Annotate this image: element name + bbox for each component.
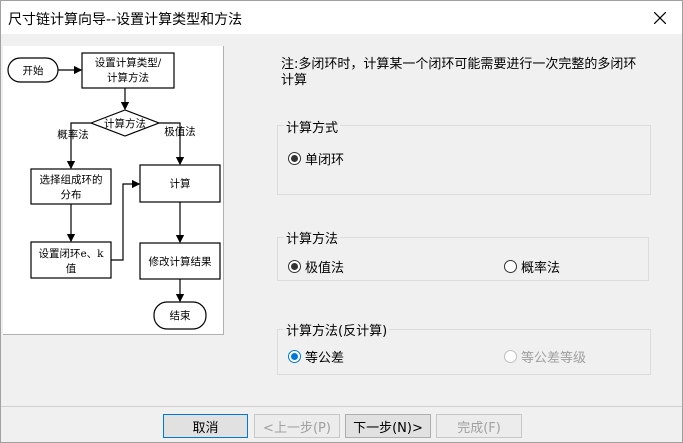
radio-label: 概率法 xyxy=(521,261,561,276)
set-type-label-1: 设置计算类型/ xyxy=(95,56,162,69)
reverse-method-group xyxy=(277,329,651,375)
footer-divider xyxy=(1,406,682,407)
prev-button[interactable]: <上一步(P) xyxy=(254,414,340,438)
calc-method-group xyxy=(277,237,649,281)
radio-label: 等公差 xyxy=(305,351,345,366)
start-label: 开始 xyxy=(23,64,44,77)
radio-dot xyxy=(288,152,301,165)
calc-mode-label: 计算方式 xyxy=(284,117,341,136)
radio-single-loop[interactable]: 单闭环 xyxy=(288,149,344,168)
radio-dot xyxy=(504,260,517,273)
radio-dot xyxy=(288,350,301,363)
radio-equal-tolerance-grade[interactable]: 等公差等级 xyxy=(504,347,586,366)
probability-branch-label: 概率法 xyxy=(57,128,89,141)
extreme-branch-label: 极值法 xyxy=(164,125,196,138)
calc-label: 计算 xyxy=(170,177,191,190)
calc-mode-group xyxy=(277,125,651,195)
title-bar: 尺寸链计算向导--设置计算类型和方法 xyxy=(1,1,682,34)
note-text: 注:多闭环时，计算某一个闭环可能需要进行一次完整的多闭环计算 xyxy=(281,57,637,88)
radio-probability-method[interactable]: 概率法 xyxy=(504,257,560,276)
radio-equal-tolerance[interactable]: 等公差 xyxy=(288,347,344,366)
calc-method-label: 计算方法 xyxy=(284,228,341,247)
decision-label: 计算方法 xyxy=(104,117,146,130)
reverse-method-label: 计算方法(反计算) xyxy=(284,320,390,339)
radio-label: 等公差等级 xyxy=(521,351,587,366)
flowchart-panel: 开始 设置计算类型/ 计算方法 计算方法 概率法 极值法 选择组成环的 分布 计… xyxy=(3,46,224,335)
set-closed-loop-label-2: 值 xyxy=(66,262,77,275)
select-distribution-label-1: 选择组成环的 xyxy=(40,173,103,186)
radio-extreme-method[interactable]: 极值法 xyxy=(288,257,344,276)
radio-dot xyxy=(504,350,517,363)
cancel-button[interactable]: 取消 xyxy=(163,414,248,438)
set-closed-loop-label-1: 设置闭环e、k xyxy=(38,247,104,260)
radio-label: 单闭环 xyxy=(305,153,345,168)
window-title: 尺寸链计算向导--设置计算类型和方法 xyxy=(8,12,243,28)
finish-button[interactable]: 完成(F) xyxy=(436,414,522,438)
radio-label: 极值法 xyxy=(305,261,345,276)
end-label: 结束 xyxy=(170,309,191,322)
set-type-node xyxy=(81,52,175,89)
flowchart: 开始 设置计算类型/ 计算方法 计算方法 概率法 极值法 选择组成环的 分布 计… xyxy=(7,52,221,330)
close-button[interactable] xyxy=(638,1,682,34)
next-button[interactable]: 下一步(N)> xyxy=(345,414,431,438)
select-distribution-label-2: 分布 xyxy=(61,189,82,201)
radio-dot xyxy=(288,260,301,273)
close-icon xyxy=(654,11,666,24)
set-type-label-2: 计算方法 xyxy=(107,71,149,84)
end-node xyxy=(153,301,207,330)
modify-result-label: 修改计算结果 xyxy=(149,255,212,268)
